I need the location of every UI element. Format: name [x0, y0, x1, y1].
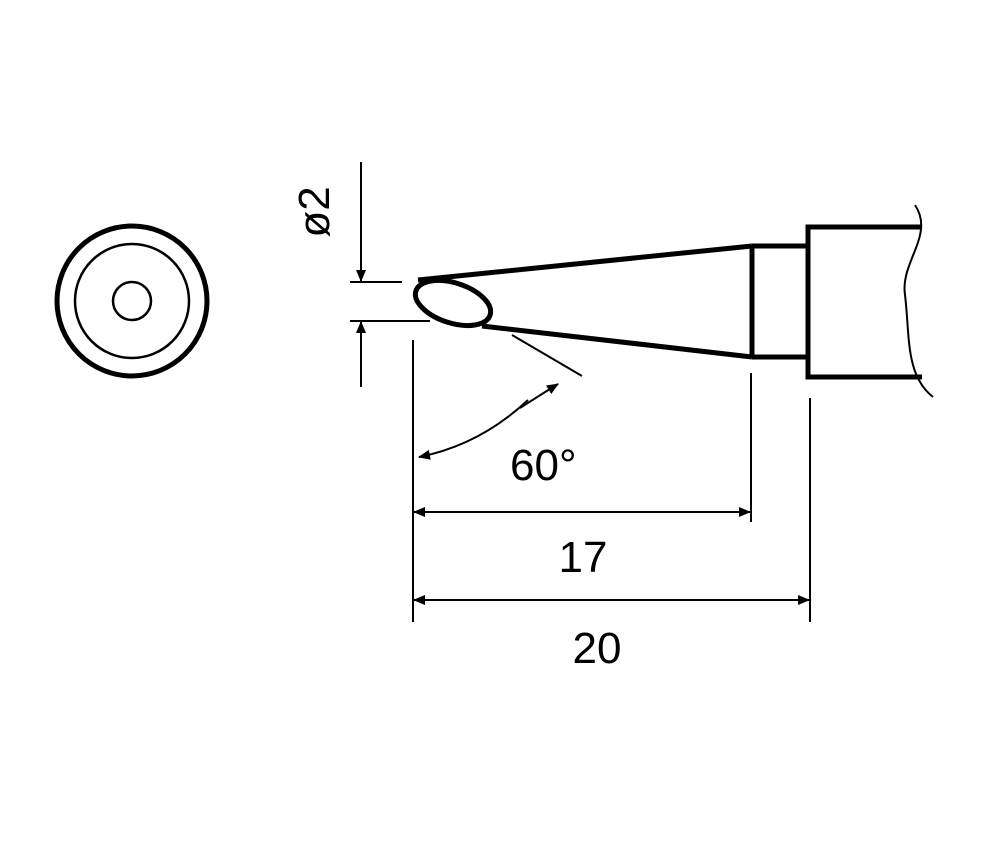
shaft-body [805, 224, 922, 380]
break-line [903, 204, 934, 398]
length-dimensions: 17 20 [412, 340, 811, 673]
bevel-face [412, 277, 494, 329]
diameter-dimension: ø2 [290, 162, 430, 387]
angle-dimension: 60° [418, 334, 583, 490]
taper-top-edge [417, 243, 753, 283]
angle-label: 60° [510, 441, 577, 490]
length-17-label: 17 [559, 533, 608, 582]
angle-extension-line [511, 334, 583, 377]
end-view-inner-ring [73, 242, 191, 360]
diameter-label: ø2 [290, 186, 339, 237]
taper-bottom-edge [481, 323, 753, 360]
angle-arc-lower [418, 399, 529, 460]
angle-arc-upper [519, 383, 559, 409]
side-view [412, 204, 934, 398]
end-view-tip-circle [111, 280, 153, 322]
collar [752, 243, 811, 360]
length-20-label: 20 [573, 624, 622, 673]
end-view [54, 223, 210, 379]
end-view-outer-ring [54, 223, 210, 379]
